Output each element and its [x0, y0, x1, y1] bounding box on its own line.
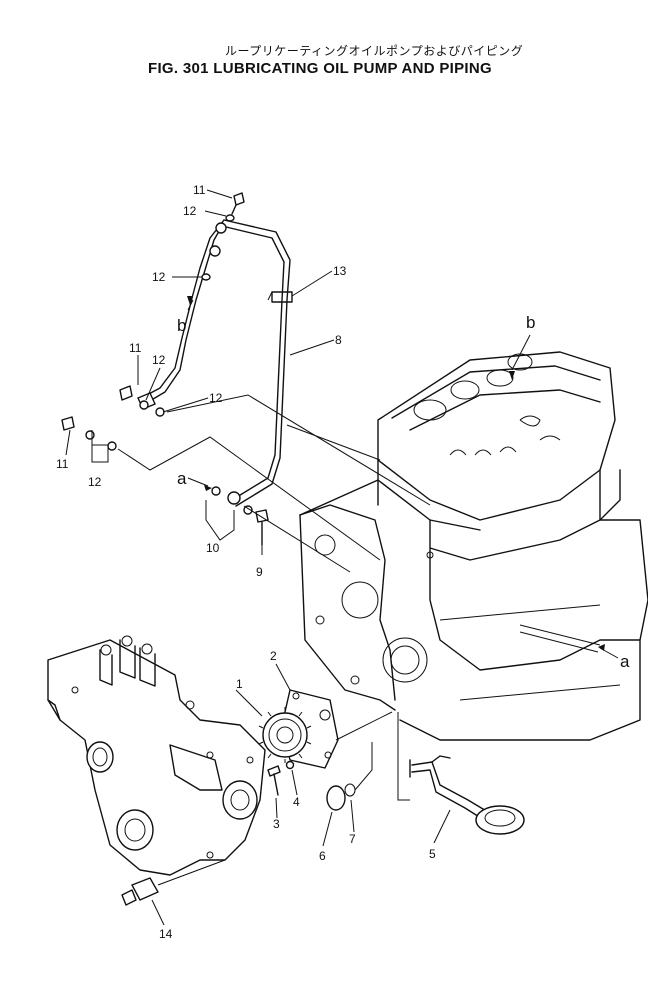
pressure-switch-drawing	[121, 859, 226, 906]
oil-pump-drawing	[258, 689, 393, 769]
callout-12-right: 12	[209, 391, 223, 405]
callout-12-top: 12	[183, 204, 197, 218]
oil-pipe-drawing	[137, 219, 293, 507]
leader-lines	[65, 189, 619, 926]
callout-14: 14	[159, 927, 173, 941]
callout-12-upper: 12	[152, 270, 166, 284]
callout-1: 1	[236, 677, 243, 691]
title-english: FIG. 301 LUBRICATING OIL PUMP AND PIPING	[148, 60, 492, 77]
callout-6: 6	[319, 849, 326, 863]
callout-11-bottom: 11	[56, 457, 69, 471]
callout-13: 13	[333, 264, 347, 278]
callout-3: 3	[273, 817, 280, 831]
engine-block-drawing	[299, 351, 648, 741]
pump-small-parts	[267, 742, 373, 811]
callout-11-middle: 11	[129, 341, 142, 355]
callout-7: 7	[349, 832, 356, 846]
callout-10: 10	[206, 541, 220, 555]
callout-12-middle: 12	[152, 353, 166, 367]
callout-9: 9	[256, 565, 263, 579]
title-japanese: ループリケーティングオイルポンプおよびパイピング	[225, 44, 524, 58]
reference-marks: b b a a	[177, 296, 630, 671]
callout-12-bottom: 12	[88, 475, 102, 489]
gear-case-drawing	[47, 635, 266, 876]
callout-2: 2	[270, 649, 277, 663]
oil-strainer-drawing	[397, 712, 525, 835]
callout-8: 8	[335, 333, 342, 347]
ref-mark-a-block: a	[620, 652, 630, 671]
callout-4: 4	[293, 795, 300, 809]
callout-11-top: 11	[193, 183, 206, 197]
ref-mark-a-pipe: a	[177, 469, 187, 488]
callout-5: 5	[429, 847, 436, 861]
ref-mark-b-block: b	[526, 313, 535, 332]
ref-mark-b-pipe: b	[177, 316, 186, 335]
callout-labels: 1 2 3 4 5 6 7 8 9 10 11 11 11 12 12 12 1…	[56, 183, 436, 941]
